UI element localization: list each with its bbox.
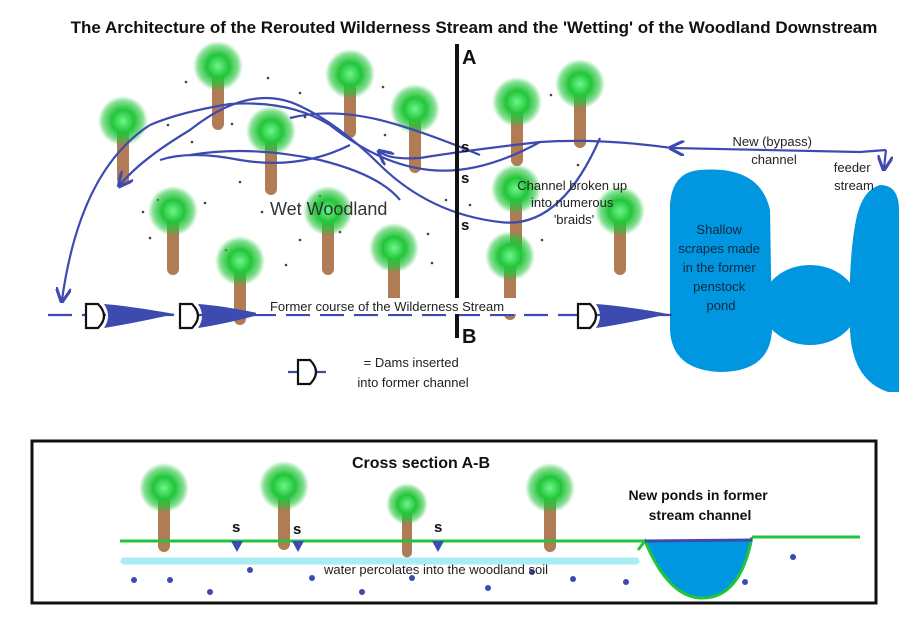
- scrapes-line: pond: [707, 298, 736, 313]
- s-marker: s: [461, 139, 469, 156]
- dam-icon: [576, 302, 668, 330]
- former-course-label: Former course of the Wilderness Stream: [270, 299, 504, 314]
- channel-braids-line: into numerous: [531, 195, 614, 210]
- scrapes-line: scrapes made: [678, 241, 760, 256]
- section-marker-a: A: [462, 47, 476, 69]
- former-course-label-bg: [256, 298, 518, 314]
- wet-woodland-label: Wet Woodland: [270, 199, 387, 219]
- dams: [84, 302, 668, 330]
- dam-legend-line: = Dams inserted: [364, 355, 459, 370]
- pond-bank: [636, 536, 754, 600]
- ponds-label: New ponds in former stream channel: [628, 487, 771, 523]
- dam-icon: [178, 302, 262, 330]
- cross-section-soil-dots: [131, 554, 796, 595]
- penstock-pond: [670, 169, 899, 392]
- scrapes-line: Shallow: [696, 222, 742, 237]
- scrapes-line: in the former: [683, 260, 757, 275]
- cross-section-panel: Cross section A-B s s s: [30, 439, 878, 605]
- tree-icon: [390, 84, 440, 173]
- new-channel-line: channel: [751, 152, 797, 167]
- s-marker: s: [293, 521, 301, 538]
- ponds-label-line: New ponds in former: [628, 487, 768, 503]
- tree-icon: [193, 41, 243, 130]
- dam-icon: [84, 302, 175, 330]
- tree-icon: [148, 186, 198, 275]
- channel-braids-line: Channel broken up: [517, 178, 627, 193]
- feeder-stream-label: feeder stream: [834, 160, 875, 193]
- s-marker: s: [434, 519, 442, 536]
- stream-channels: [62, 96, 886, 300]
- soil-dots: [141, 76, 580, 267]
- dam-legend-line: into former channel: [357, 375, 468, 390]
- scrapes-line: penstock: [693, 279, 746, 294]
- channel-braids-label: Channel broken up into numerous 'braids': [517, 178, 630, 227]
- s-marker: s: [232, 519, 240, 536]
- cross-section-title: Cross section A-B: [352, 455, 490, 472]
- percolate-label: water percolates into the woodland soil: [323, 562, 548, 577]
- dam-icon: [296, 358, 318, 386]
- feeder-stream-line: feeder: [834, 160, 872, 175]
- ponds-label-line: stream channel: [649, 507, 752, 523]
- new-channel-line: New (bypass): [732, 134, 811, 149]
- tree-icon: [555, 59, 605, 148]
- dam-legend-text: = Dams inserted into former channel: [357, 355, 468, 390]
- channel-braids-line: 'braids': [554, 212, 594, 227]
- dam-legend: = Dams inserted into former channel: [288, 355, 469, 390]
- scrapes-label: Shallow scrapes made in the former penst…: [678, 222, 763, 313]
- new-channel-label: New (bypass) channel: [732, 134, 815, 167]
- feeder-stream-line: stream: [834, 178, 874, 193]
- section-marker-b: B: [462, 326, 476, 348]
- diagram-title: The Architecture of the Rerouted Wildern…: [71, 18, 878, 37]
- s-marker: s: [461, 170, 469, 187]
- water-level-markers: [231, 541, 444, 552]
- pond-water-surface: [644, 538, 753, 543]
- s-marker: s: [461, 217, 469, 234]
